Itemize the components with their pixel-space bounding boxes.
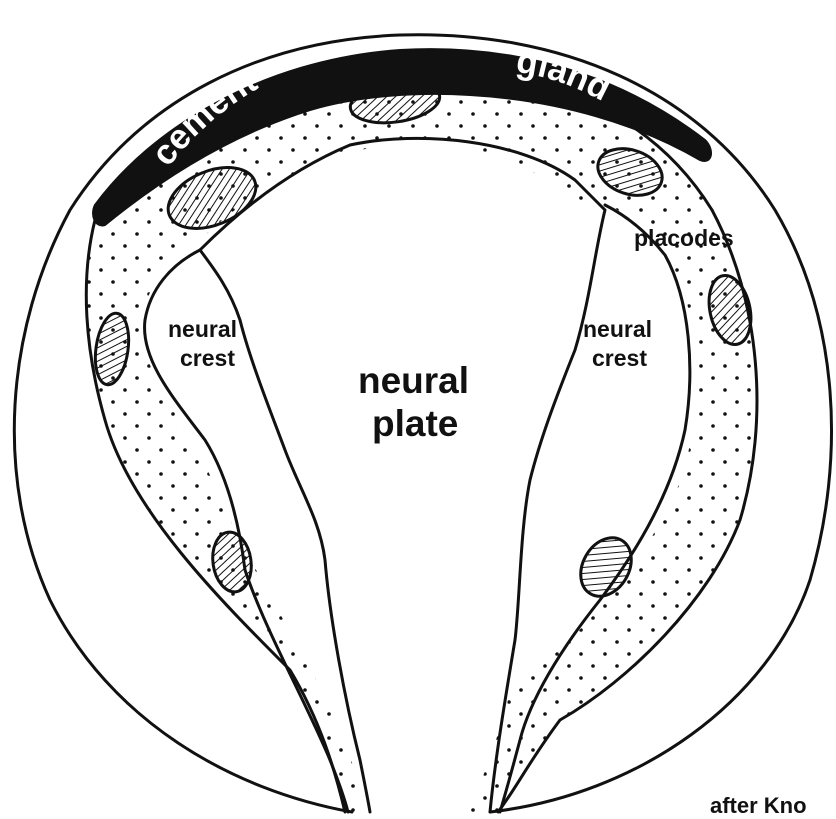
neural-crest-right-line1: neural — [583, 316, 652, 342]
neural-plate-label-line2: plate — [372, 403, 458, 444]
neural-crest-left-line2: crest — [180, 345, 235, 371]
neural-crest-left-line1: neural — [168, 316, 237, 342]
neural-plate-label-line1: neural — [358, 360, 469, 401]
placodes-label: placodes — [634, 225, 734, 251]
credit-text: after Kno — [710, 793, 807, 819]
neural-crest-right-line2: crest — [592, 345, 647, 371]
